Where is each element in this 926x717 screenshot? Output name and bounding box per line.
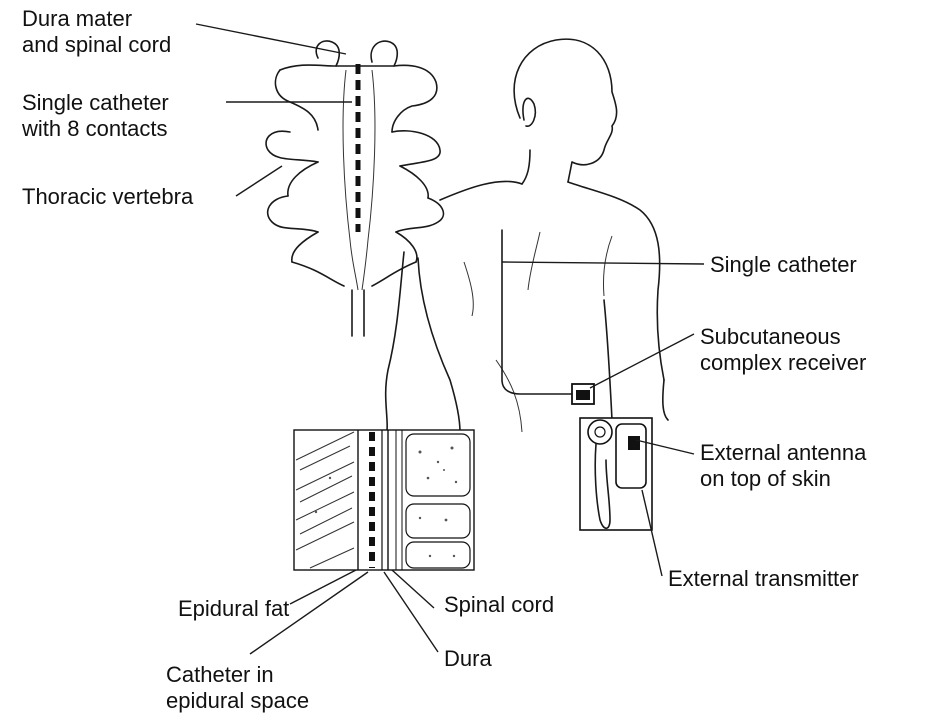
label-external-antenna: External antenna on top of skin — [700, 440, 866, 492]
label-line: Subcutaneous — [700, 324, 866, 350]
label-external-transmitter: External transmitter — [668, 566, 859, 592]
label-line: with 8 contacts — [22, 116, 169, 142]
label-line: and spinal cord — [22, 32, 171, 58]
label-line: Dura mater — [22, 6, 171, 32]
label-thoracic-vertebra: Thoracic vertebra — [22, 184, 193, 210]
cross-section-inset — [294, 430, 474, 570]
label-line: Single catheter — [22, 90, 169, 116]
label-spinal-cord: Spinal cord — [444, 592, 554, 618]
label-dura-mater: Dura mater and spinal cord — [22, 6, 171, 58]
label-line: epidural space — [166, 688, 309, 714]
label-catheter-epidural: Catheter in epidural space — [166, 662, 309, 714]
label-line: External antenna — [700, 440, 866, 466]
label-line: on top of skin — [700, 466, 866, 492]
implant-system — [502, 230, 652, 530]
spine-drawing — [266, 41, 443, 336]
label-dura: Dura — [444, 646, 492, 672]
label-single-catheter-contacts: Single catheter with 8 contacts — [22, 90, 169, 142]
label-line: Catheter in — [166, 662, 309, 688]
patient-figure — [386, 39, 668, 438]
label-single-catheter: Single catheter — [710, 252, 857, 278]
label-epidural-fat: Epidural fat — [178, 596, 289, 622]
label-line: complex receiver — [700, 350, 866, 376]
label-subcutaneous-receiver: Subcutaneous complex receiver — [700, 324, 866, 376]
